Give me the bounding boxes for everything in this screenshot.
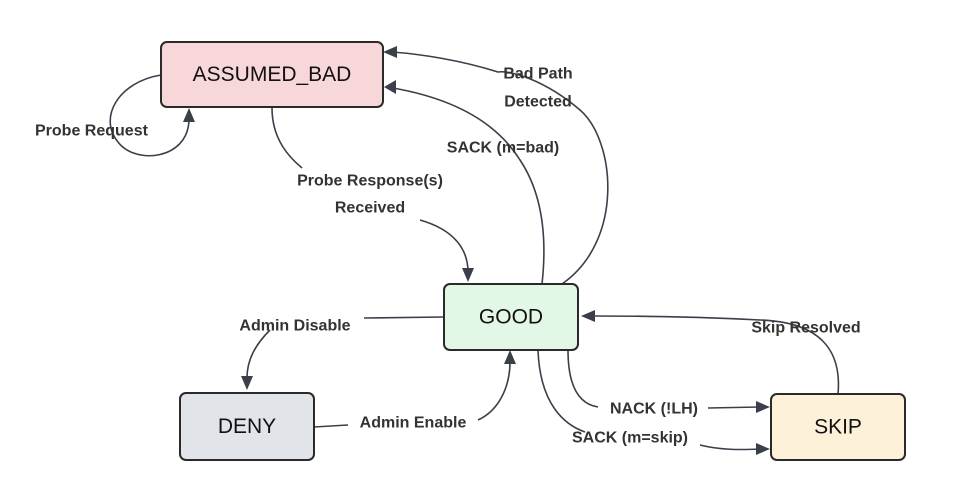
edge-nack-lh [567,349,761,409]
arrowhead-sack-skip [756,443,770,455]
label-admin-disable: Admin Disable [239,318,350,335]
label-sack-bad: SACK (m=bad) [447,140,559,157]
state-deny-box [179,392,315,461]
state-assumed-bad: ASSUMED_BAD [160,41,384,108]
arrowhead-nack-lh [756,401,770,413]
arrowhead-sack-bad [384,80,396,94]
state-good: GOOD [443,283,579,351]
edge-probe-request [109,74,190,157]
arrowhead-bad-path-detected [383,46,397,58]
state-assumed-bad-label: ASSUMED_BAD [193,63,352,86]
state-skip-label: SKIP [814,416,862,439]
label-probe-response-line2: Received [335,200,405,217]
edge-skip-resolved [593,315,840,395]
label-bad-path-line2: Detected [504,94,572,111]
edge-sack-bad [392,87,545,285]
arrowhead-skip-resolved [581,310,595,322]
edge-sack-skip [537,349,761,451]
edge-bad-path-detected [391,51,609,285]
label-skip-resolved: Skip Resolved [751,320,860,337]
state-skip-box [770,393,906,461]
label-bad-path-line1: Bad Path [503,66,572,83]
arrowhead-admin-disable [241,376,253,390]
edge-probe-response [271,107,469,273]
label-sack-skip: SACK (m=skip) [572,430,688,447]
label-probe-response-line1: Probe Response(s) [297,173,443,190]
arrowhead-admin-enable [504,350,516,364]
label-probe-request: Probe Request [35,123,149,140]
label-nack-lh: NACK (!LH) [610,401,698,418]
state-assumed-bad-box [160,41,384,108]
label-admin-enable: Admin Enable [360,415,467,432]
state-deny-label: DENY [218,415,276,438]
edge-admin-disable [246,316,445,379]
state-good-label: GOOD [479,306,543,329]
state-deny: DENY [179,392,315,461]
edge-admin-enable [313,361,511,428]
arrowhead-probe-response [462,268,474,282]
arrowhead-probe-request [183,108,195,122]
state-good-box [443,283,579,351]
state-skip: SKIP [770,393,906,461]
